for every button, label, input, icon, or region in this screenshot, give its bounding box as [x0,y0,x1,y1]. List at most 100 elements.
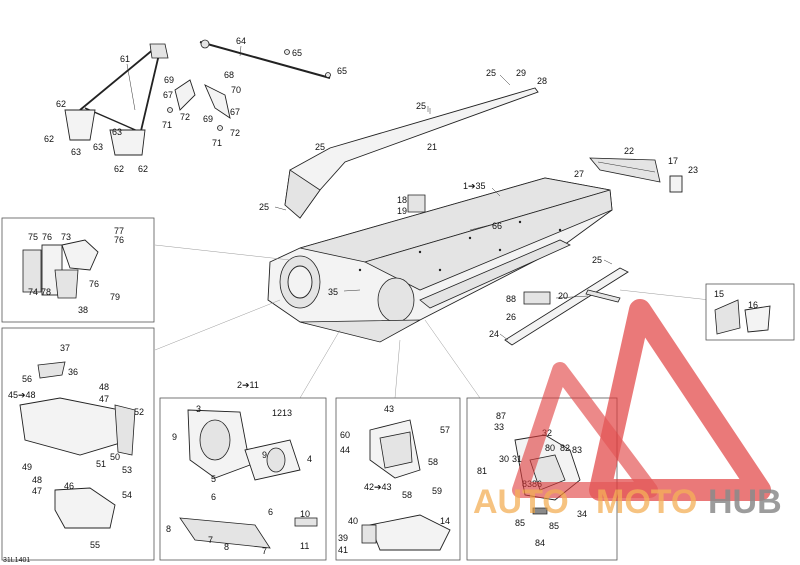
callout-85: 85 [515,518,525,528]
main-frame-assembly [267,177,629,346]
watermark-word-auto: AUTO [473,483,569,521]
rod-part-64 [199,39,331,79]
callout-26: 26 [506,312,516,322]
plate-part-88 [523,291,551,305]
callout-3: 3 [196,404,201,414]
callout-9: 9 [172,432,177,442]
callout-81: 81 [477,466,487,476]
callout-45-to-48: 45➔48 [8,390,36,400]
callout-84: 84 [535,538,545,548]
callout-39: 39 [338,533,348,543]
callout-68: 68 [224,70,234,80]
callout-65: 65 [337,66,347,76]
callout-22: 22 [624,146,634,156]
callout-25: 25 [259,202,269,212]
steering-arms-part-61 [64,43,169,156]
callout-25: 25 [486,68,496,78]
callout-63: 63 [71,147,81,157]
tunnel-cover-panel [284,87,539,219]
callout-44: 44 [340,445,350,455]
watermark-word-hub: HUB [708,483,782,521]
callout-31: 31 [512,454,522,464]
callout-46: 46 [64,481,74,491]
callout-70: 70 [231,85,241,95]
callout-62: 62 [114,164,124,174]
callout-8: 8 [224,542,229,552]
callout-83: 83 [572,445,582,455]
diagram-code: 31L1401 [3,557,30,564]
detail-box-2-11 [159,397,327,561]
callout-7: 7 [208,535,213,545]
watermark-word-moto: MOTO [596,483,697,521]
callout-28: 28 [537,76,547,86]
callout-80: 80 [545,443,555,453]
callout-47: 47 [99,394,109,404]
callout-43: 43 [384,404,394,414]
callout-25: 25 [592,255,602,265]
callout-25: 25 [416,101,426,111]
callout-30: 30 [499,454,509,464]
brackets-part-67-72 [167,79,231,131]
callout-35: 35 [328,287,338,297]
callout-48: 48 [99,382,109,392]
callout-18: 18 [397,195,407,205]
callout-56: 56 [22,374,32,384]
automotohub-watermark: AUTO MOTO HUB [473,299,782,521]
callout-73: 73 [61,232,71,242]
callout-2-to-11: 2➔11 [237,380,259,390]
callout-77: 77 [114,226,124,236]
callout-79: 79 [110,292,120,302]
callout-29: 29 [516,68,526,78]
callout-6: 6 [268,507,273,517]
callout-16: 16 [748,300,758,310]
callout-58: 58 [428,457,438,467]
callout-15: 15 [714,289,724,299]
callout-40: 40 [348,516,358,526]
callout-62: 62 [56,99,66,109]
callout-41: 41 [338,545,348,555]
detail-box-36-56 [1,327,155,561]
connector-lines [154,244,711,399]
callout-19: 19 [397,206,407,216]
detail-box-15-16 [705,283,795,341]
callout-67: 67 [163,90,173,100]
callout-25: 25 [315,142,325,152]
callout-71: 71 [212,138,222,148]
bracket-part-17 [669,175,683,193]
callout-69: 69 [203,114,213,124]
detail-box-73-79 [1,217,155,323]
callout-27: 27 [574,169,584,179]
callout-64: 64 [236,36,246,46]
callout-23: 23 [688,165,698,175]
callout-62: 62 [138,164,148,174]
callout-71: 71 [162,120,172,130]
callout-65: 65 [292,48,302,58]
callout-8: 8 [166,524,171,534]
callout-21: 21 [427,142,437,152]
callout-47: 47 [32,486,42,496]
callout-67: 67 [230,107,240,117]
callout-17: 17 [668,156,678,166]
callout-55: 55 [90,540,100,550]
leader-lines [126,45,613,341]
callout-38: 38 [78,305,88,315]
callout-34: 34 [577,509,587,519]
callout-20: 20 [558,291,568,301]
callout-50: 50 [110,452,120,462]
callout-63: 63 [93,142,103,152]
rail-part-22 [589,157,661,183]
callout-76: 76 [89,279,99,289]
callout-66: 66 [492,221,502,231]
callout-85: 85 [549,521,559,531]
callout-54: 54 [122,490,132,500]
callout-52: 52 [134,407,144,417]
callout-76: 76 [42,232,52,242]
callout-82: 82 [560,443,570,453]
callout-88: 88 [506,294,516,304]
callout-24: 24 [489,329,499,339]
callout-60: 60 [340,430,350,440]
strip-part-20 [585,289,621,303]
callout-58: 58 [402,490,412,500]
detail-box-39-60 [335,397,461,561]
